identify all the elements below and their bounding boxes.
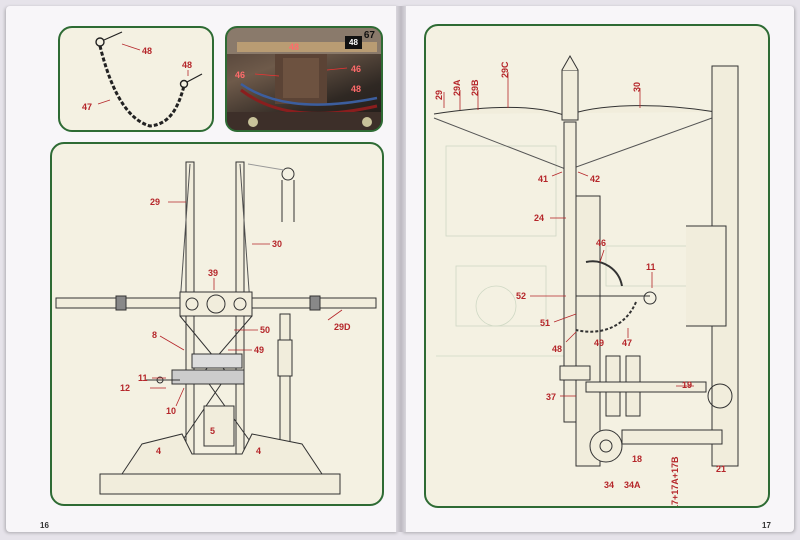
label-11: 11 (138, 373, 148, 383)
label-29c: 29C (500, 61, 510, 78)
label-48-top: 48 (142, 46, 152, 56)
chain-illustration: 48 48 47 (82, 31, 203, 128)
photo-label-46-left: 46 (235, 70, 245, 80)
label-39: 39 (208, 268, 218, 278)
label-30: 30 (632, 82, 642, 92)
label-8: 8 (152, 330, 157, 340)
photo-label-46-right: 46 (351, 64, 361, 74)
label-10: 10 (166, 406, 176, 416)
label-21: 21 (716, 464, 726, 474)
chain-detail-panel: 48 48 47 (58, 26, 214, 132)
step-number: 67 (363, 30, 375, 41)
label-17-17a-17b: 17+17A+17B (670, 456, 680, 508)
page-number-left: 16 (40, 521, 49, 530)
label-12: 12 (120, 383, 130, 393)
label-11: 11 (646, 262, 656, 272)
label-5: 5 (210, 426, 215, 436)
label-51: 51 (540, 318, 550, 328)
label-34a: 34A (624, 480, 641, 490)
label-29b: 29B (470, 79, 480, 96)
side-view-drawing: 29 29A 29B 29C 30 41 42 24 46 11 52 51 4… (433, 54, 739, 508)
label-49: 49 (254, 345, 264, 355)
label-48-right: 48 (182, 60, 192, 70)
label-52: 52 (516, 291, 526, 301)
label-18: 18 (632, 454, 642, 464)
label-24: 24 (534, 213, 544, 223)
front-view-panel: 29 30 39 8 50 49 29D 11 12 10 5 4 4 (50, 142, 384, 506)
label-37: 37 (546, 392, 556, 402)
assembly-photo: 46 46 48 48 (227, 28, 381, 130)
label-19: 19 (682, 380, 692, 390)
assembly-photo-panel: 46 46 48 48 67 48 (225, 26, 383, 132)
part-badge: 48 (345, 36, 362, 49)
side-view-panel: 29 29A 29B 29C 30 41 42 24 46 11 52 51 4… (424, 24, 770, 508)
label-48: 48 (552, 344, 562, 354)
label-29: 29 (150, 197, 160, 207)
book-gutter (396, 6, 406, 532)
front-view-drawing: 29 30 39 8 50 49 29D 11 12 10 5 4 4 (55, 161, 377, 495)
label-47: 47 (622, 338, 632, 348)
photo-label-48-top: 48 (289, 42, 299, 52)
label-49: 49 (594, 338, 604, 348)
label-4-right: 4 (256, 446, 261, 456)
label-30: 30 (272, 239, 282, 249)
label-34: 34 (604, 480, 614, 490)
label-41: 41 (538, 174, 548, 184)
page-number-right: 17 (762, 521, 771, 530)
label-29: 29 (434, 90, 444, 100)
label-29a: 29A (452, 79, 462, 96)
label-47: 47 (82, 102, 92, 112)
label-29d: 29D (334, 322, 351, 332)
label-42: 42 (590, 174, 600, 184)
label-4-left: 4 (156, 446, 161, 456)
label-50: 50 (260, 325, 270, 335)
photo-label-48-right: 48 (351, 84, 361, 94)
label-46: 46 (596, 238, 606, 248)
